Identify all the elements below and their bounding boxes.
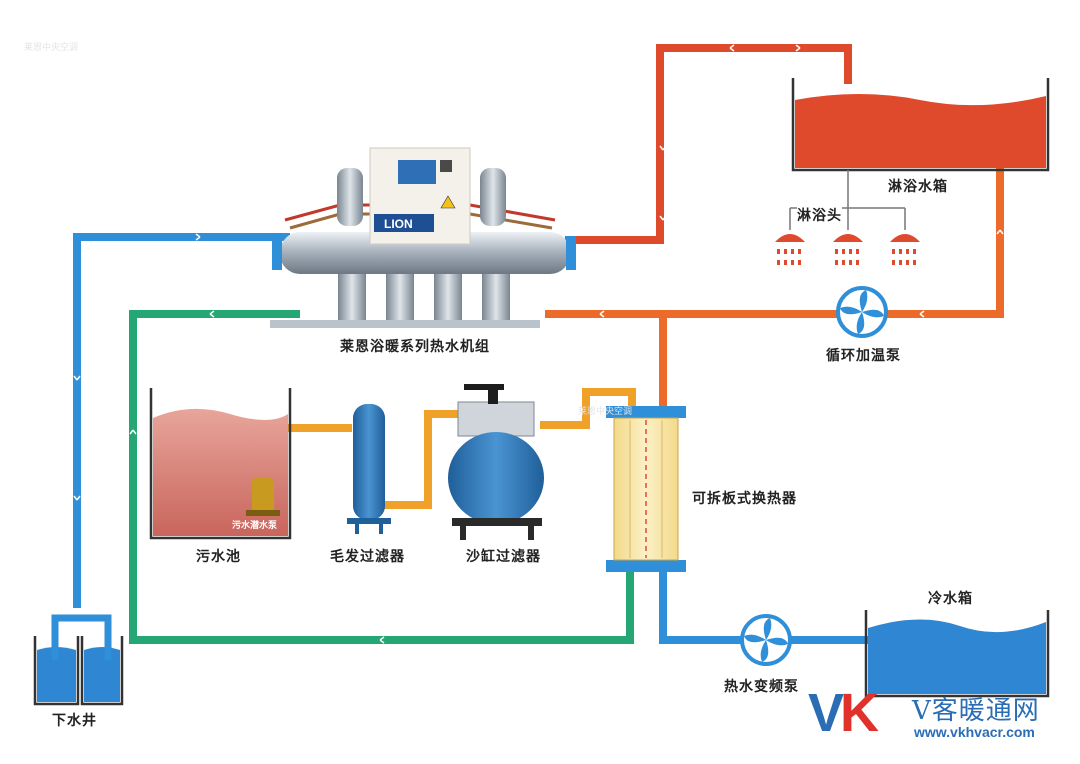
sewage-pipe-3 <box>540 388 636 429</box>
sewage-pool <box>149 388 292 540</box>
shower-head-icon <box>775 234 805 242</box>
sewage-pipe-2 <box>384 410 465 509</box>
heat-pump-unit: LION <box>270 147 576 328</box>
pipe-network <box>73 44 1004 644</box>
shower-head-label: 淋浴头 <box>797 205 842 225</box>
watermark-text: 莱恩中央空调 <box>24 43 79 53</box>
brand-url: www.vkhvacr.com <box>914 724 1035 740</box>
sand-filter-label: 沙缸过滤器 <box>466 549 541 565</box>
plate-hx-label: 可拆板式换热器 <box>692 491 797 507</box>
hair-filter-label: 毛发过滤器 <box>330 549 405 565</box>
green-return-pipe <box>129 310 634 644</box>
shower-head-icon <box>833 234 863 242</box>
cold-water-pipe <box>659 570 868 644</box>
plate-heat-exchanger <box>606 406 686 572</box>
brand-v: V <box>808 683 844 743</box>
drain-pipe <box>73 233 290 608</box>
cold-tank-label: 冷水箱 <box>928 591 973 607</box>
shower-tank-label: 淋浴水箱 <box>888 179 948 195</box>
shower-tank <box>791 78 1050 172</box>
brand-name: V客暖通网 <box>912 696 1040 726</box>
shower-heads <box>775 170 920 265</box>
tank-return-pipe <box>545 168 1004 318</box>
lion-logo-text: LION <box>384 217 413 231</box>
drain-well <box>33 614 124 706</box>
hair-filter <box>347 404 391 534</box>
brand-vk-mark: VK <box>808 683 879 743</box>
hot-water-pipe <box>565 44 852 244</box>
brand-k: K <box>840 683 879 743</box>
circulation-pump-icon <box>836 286 888 338</box>
warning-icon <box>440 195 456 209</box>
sewage-pump-icon <box>252 478 274 512</box>
circulation-pump-label: 循环加温泵 <box>826 348 901 364</box>
sewage-pump-label: 污水潜水泵 <box>232 521 278 531</box>
lion-logo <box>374 214 434 232</box>
hot-pump-label: 热水变频泵 <box>724 679 799 695</box>
shower-head-icon <box>890 234 920 242</box>
cold-water-tank <box>864 610 1050 698</box>
flow-arrows <box>73 44 1004 644</box>
sewage-pool-label: 污水池 <box>196 549 241 565</box>
drain-well-label: 下水井 <box>52 713 97 729</box>
watermark-text: 莱恩中央空调 <box>578 407 633 417</box>
hot-water-pump-icon <box>740 614 792 666</box>
sand-filter <box>448 384 544 540</box>
brand-logo: VK V客暖通网 www.vkhvacr.com <box>808 686 1068 756</box>
unit-label: 莱恩浴暖系列热水机组 <box>340 339 490 355</box>
